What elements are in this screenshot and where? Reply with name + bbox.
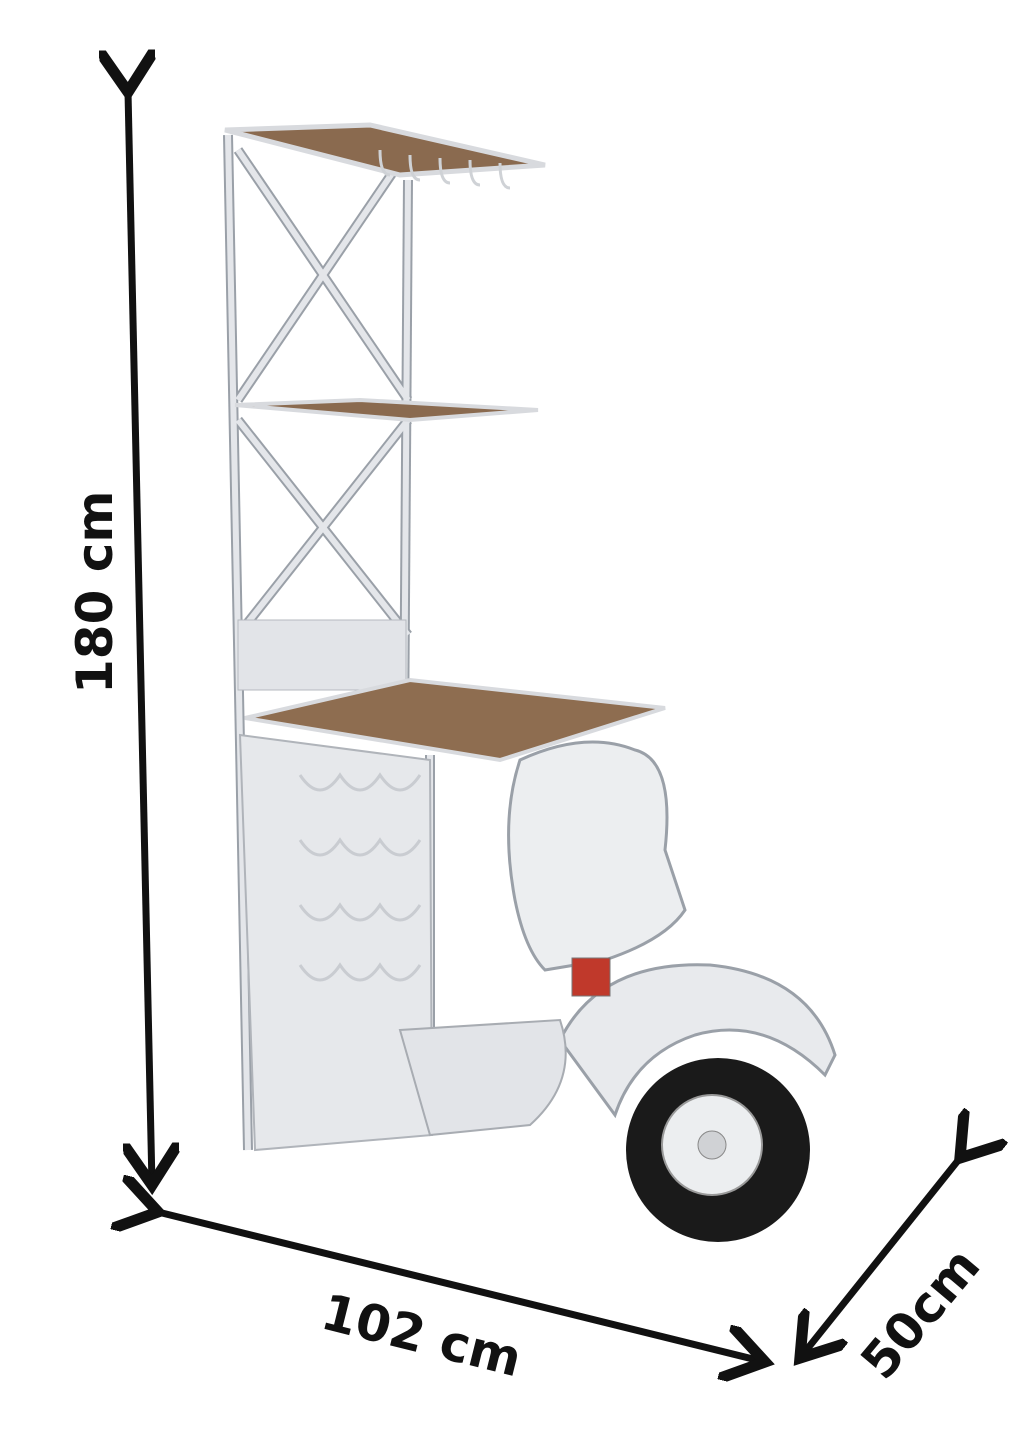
side-panel	[238, 733, 434, 1152]
glass-rack	[378, 149, 511, 190]
taillight	[571, 957, 611, 997]
height-arrow	[128, 92, 152, 1185]
width-arrow	[158, 1212, 765, 1362]
depth-arrow	[800, 1158, 960, 1358]
scooter-fender	[558, 963, 837, 1119]
top-shelf	[224, 122, 546, 178]
back-panel	[237, 619, 407, 691]
scooter-floor	[398, 1018, 567, 1137]
scooter-body	[507, 740, 687, 972]
counter-top	[244, 677, 666, 763]
height-label: 180 cm	[66, 490, 124, 694]
wine-rack	[298, 772, 422, 982]
middle-shelf	[234, 397, 539, 423]
